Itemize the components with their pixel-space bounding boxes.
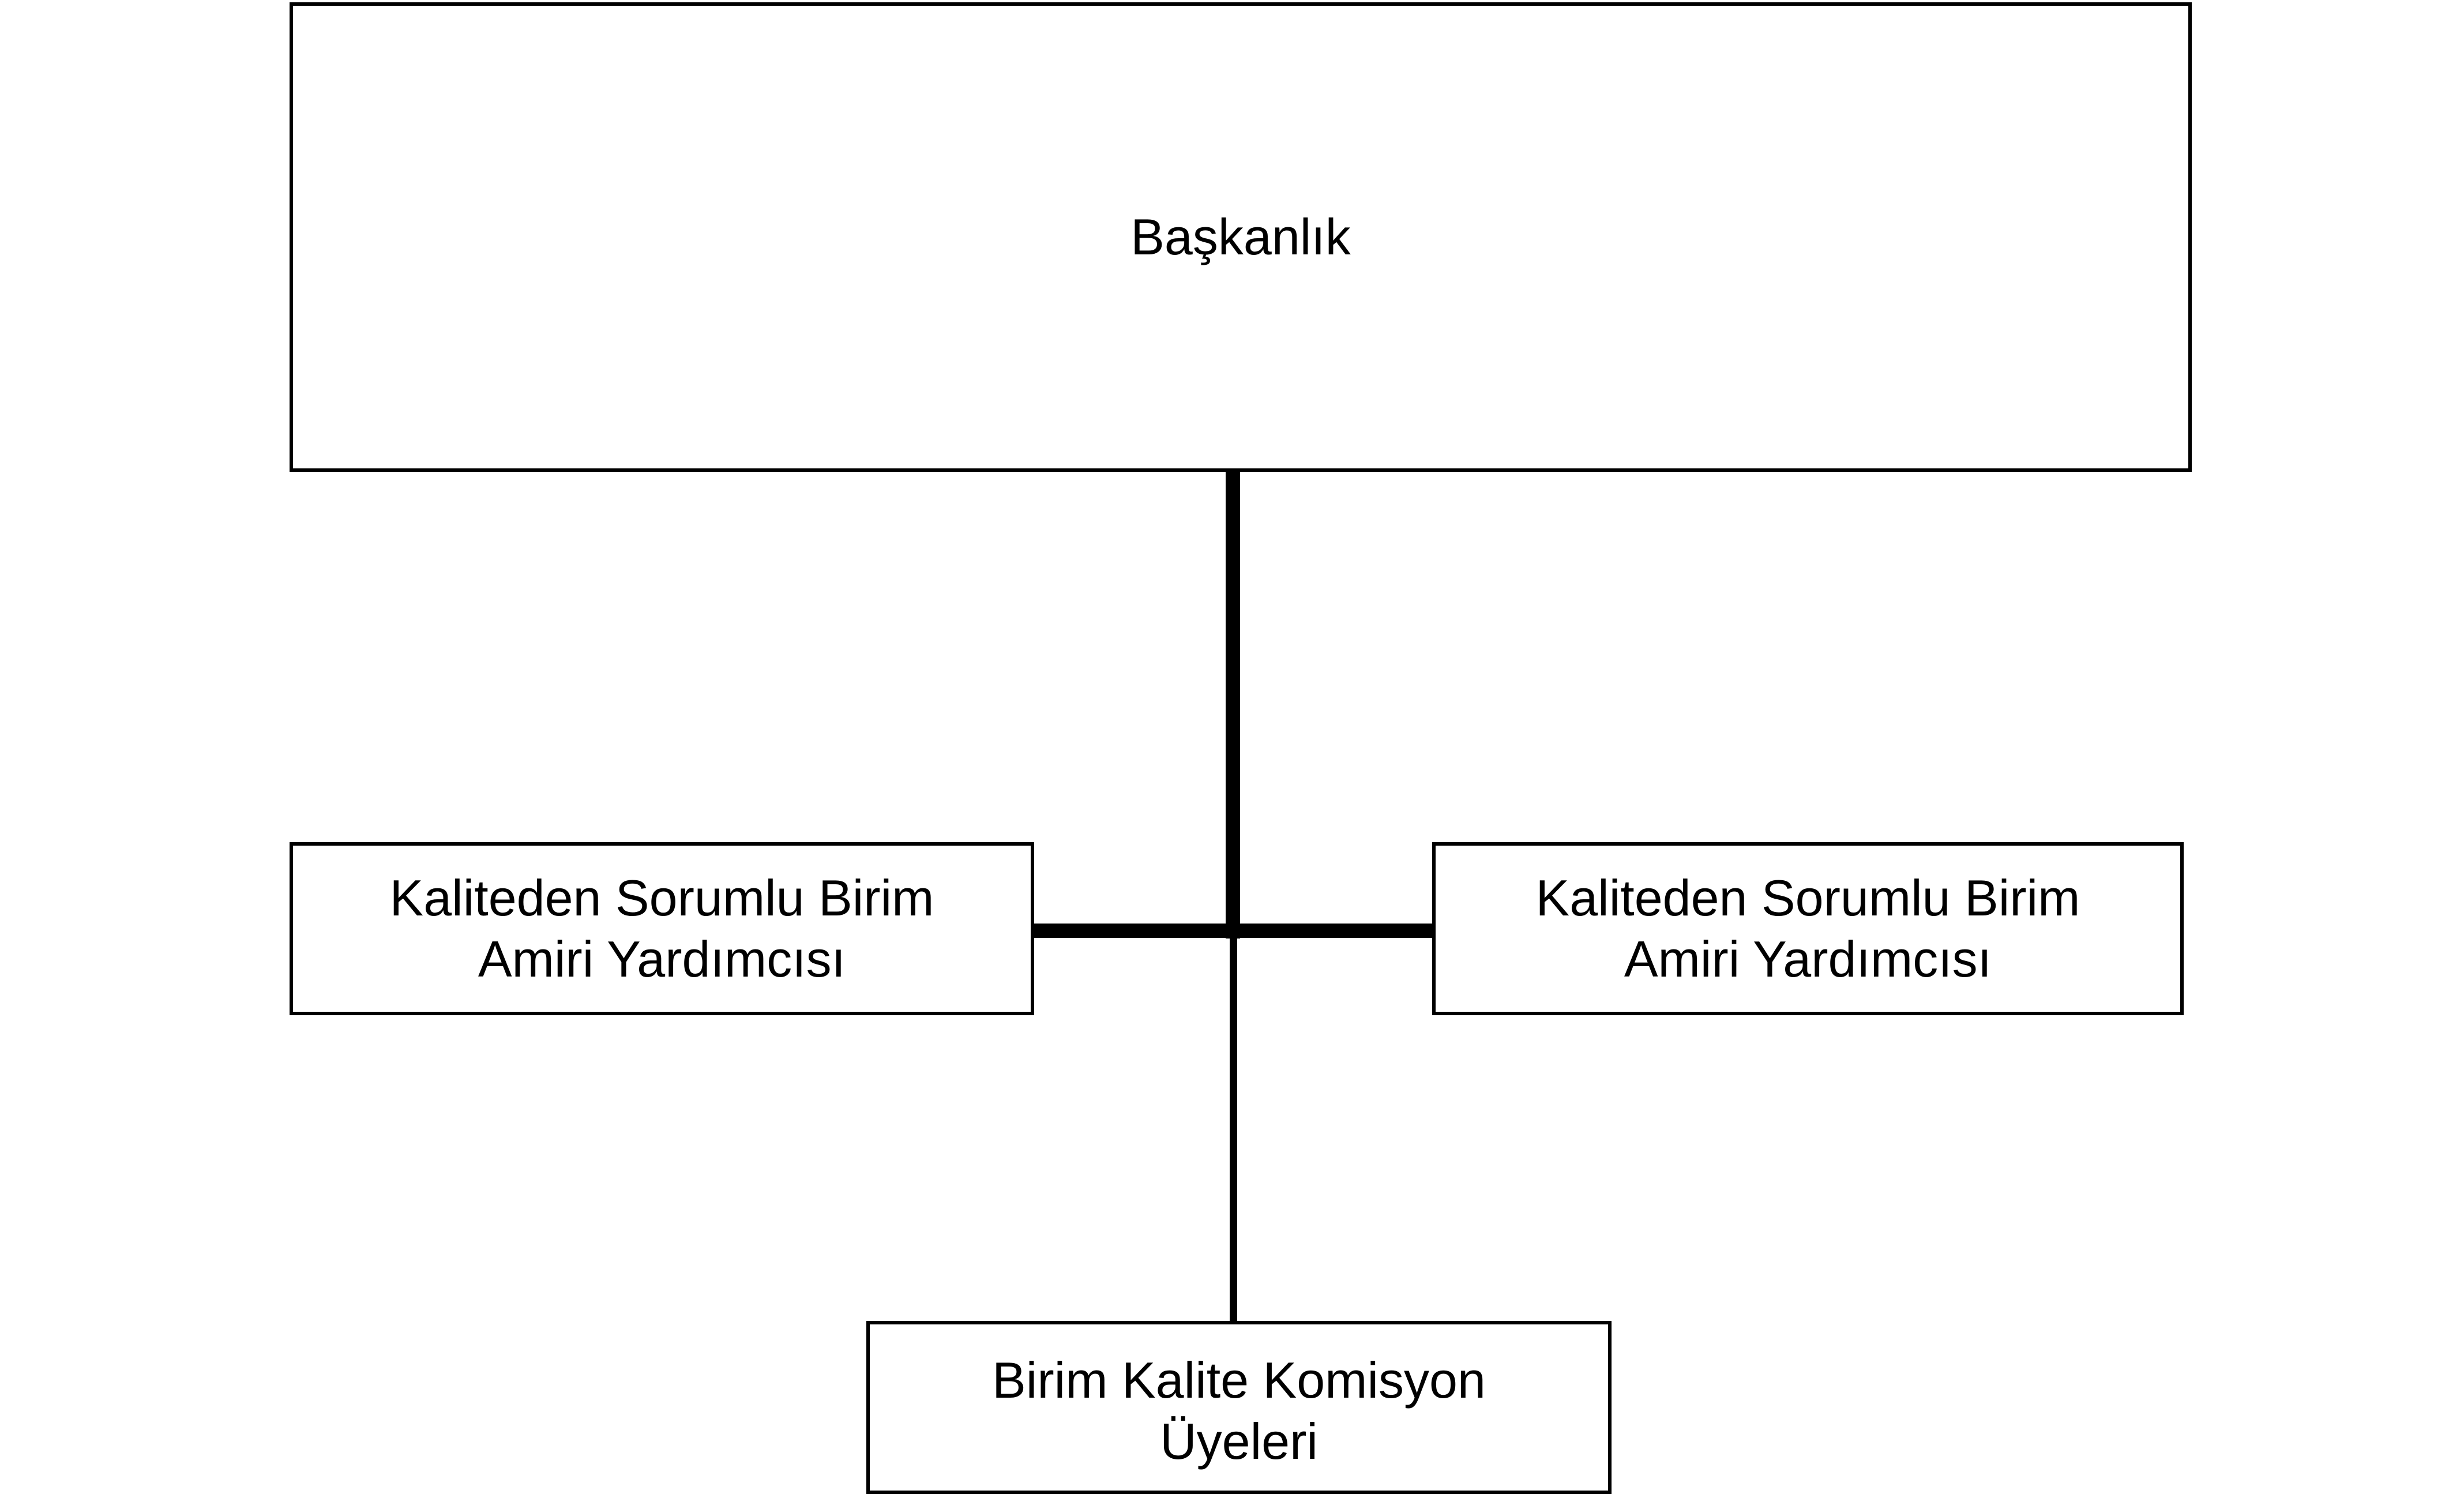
node-label-line1: Kaliteden Sorumlu Birim	[1535, 869, 2080, 926]
connector-top-vertical	[1226, 468, 1240, 939]
node-label-line2: Amiri Yardımcısı	[478, 930, 846, 988]
connector-bottom-vertical	[1230, 934, 1237, 1327]
node-baskanlik: Başkanlık	[290, 2, 2192, 472]
node-label: Başkanlık	[1130, 208, 1351, 265]
node-label-line2: Amiri Yardımcısı	[1624, 930, 1992, 988]
node-label-line1: Birim Kalite Komisyon	[992, 1352, 1486, 1409]
node-label-line2: Üyeleri	[1160, 1413, 1318, 1470]
node-label-line1: Kaliteden Sorumlu Birim	[389, 869, 934, 926]
